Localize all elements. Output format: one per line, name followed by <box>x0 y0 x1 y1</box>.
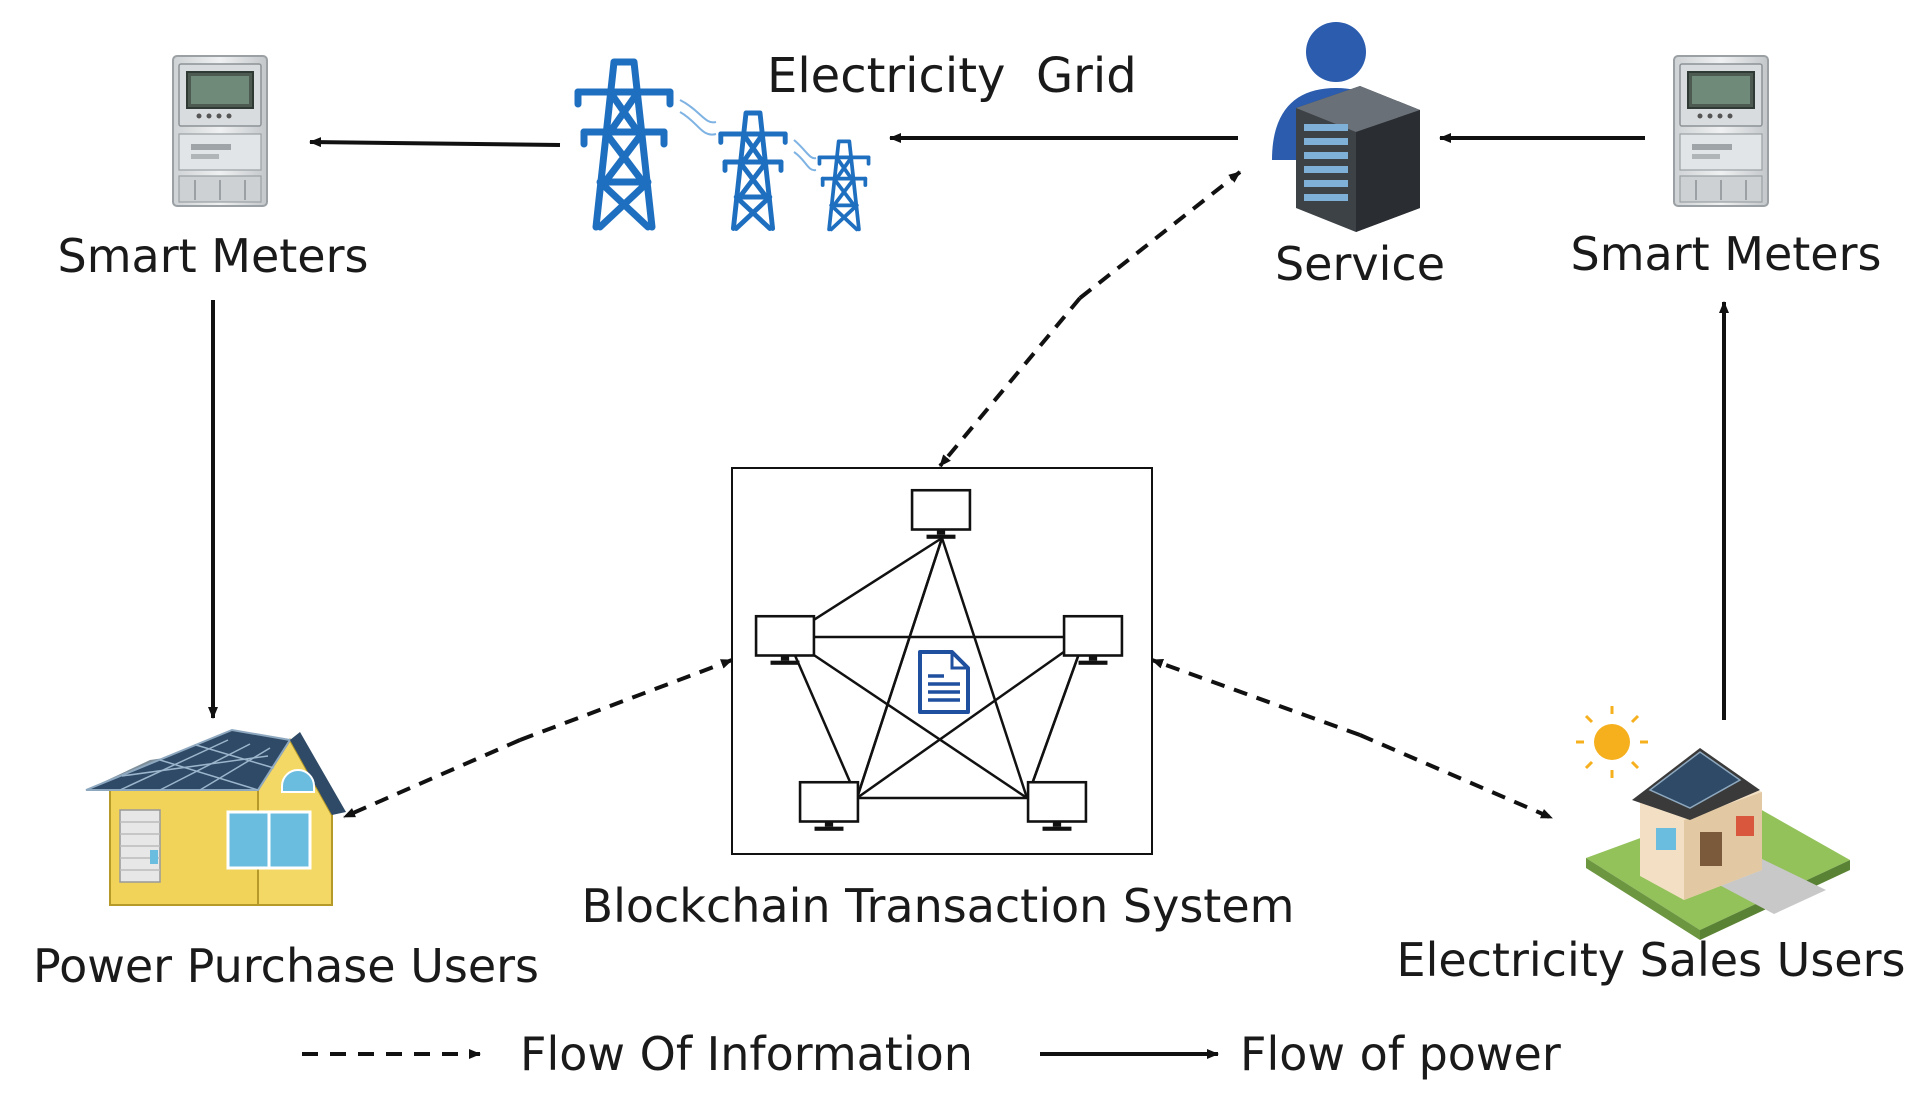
transmission-tower-icon <box>578 62 869 229</box>
electricity-sales-users-label: Electricity Sales Users <box>1397 933 1906 987</box>
info-arrow-to-blockchain-left <box>519 658 733 742</box>
info-arrow-to-service <box>1078 170 1242 300</box>
smart-meters-left-label: Smart Meters <box>58 229 369 283</box>
legend-information-label: Flow Of Information <box>520 1027 973 1081</box>
power-arrow-grid-to-meter <box>309 137 561 148</box>
power-purchase-users-label: Power Purchase Users <box>33 939 539 993</box>
document-icon <box>918 650 970 714</box>
legend: Flow Of Information Flow of power <box>302 1027 1561 1081</box>
blockchain-network <box>731 467 1153 855</box>
blockchain-label: Blockchain Transaction System <box>582 879 1295 933</box>
info-arrow-to-blockchain-right <box>1151 658 1361 737</box>
info-arrow-to-buyer <box>343 738 521 819</box>
server-person-icon <box>1272 22 1420 232</box>
smart-meter-icon-right <box>1673 55 1769 207</box>
electricity-grid-label: Electricity Grid <box>767 48 1137 104</box>
smart-meters-right-label: Smart Meters <box>1571 227 1882 281</box>
smart-meter-icon-left <box>172 55 268 207</box>
solar-home-icon <box>1576 706 1850 940</box>
info-arrow-to-blockchain-top <box>938 296 1082 468</box>
service-label: Service <box>1275 237 1445 291</box>
solar-house-icon <box>85 728 346 906</box>
legend-power-label: Flow of power <box>1240 1027 1561 1081</box>
info-arrow-to-seller <box>1359 733 1553 820</box>
